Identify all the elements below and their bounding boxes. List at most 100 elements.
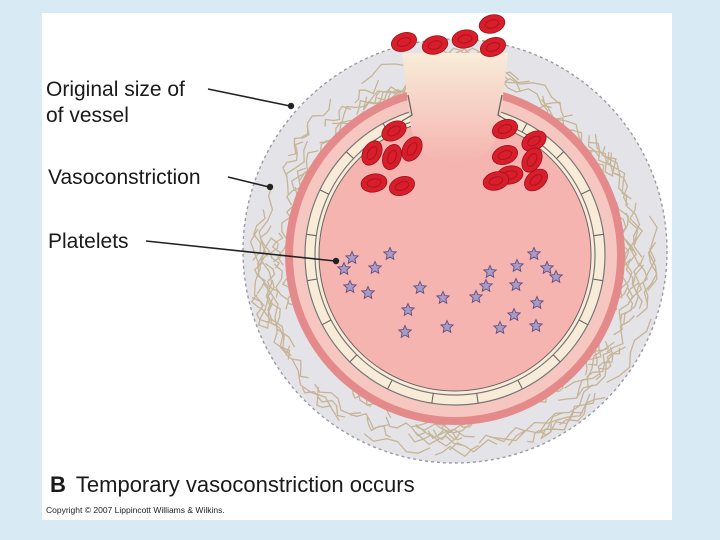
fiber-strand [332, 96, 368, 125]
vessel-break [402, 53, 508, 163]
red-blood-cell [382, 144, 402, 170]
junction-tick [349, 354, 358, 363]
red-blood-cell [524, 168, 548, 192]
label-vasoconstriction: Vasoconstriction [48, 166, 201, 189]
platelet [508, 277, 524, 292]
fiber-strand [363, 433, 431, 454]
junction-tick [307, 278, 318, 282]
fiber-strand [557, 372, 601, 401]
fiber-strand [540, 98, 585, 147]
fiber-strand [282, 141, 304, 177]
fiber-strand [507, 411, 564, 446]
fiber-strand [627, 254, 645, 304]
red-blood-cell [492, 145, 518, 165]
fiber-strand [414, 431, 463, 446]
red-blood-cell [401, 136, 423, 162]
leader-platelets [145, 240, 336, 262]
platelet [397, 324, 413, 339]
fiber-strand [542, 95, 573, 118]
fiber-strand [499, 67, 562, 106]
fiber-strand [269, 237, 281, 269]
fiber-strand [291, 358, 340, 422]
red-blood-cell [482, 171, 510, 191]
junction-tick [592, 278, 603, 282]
fiber-strand [252, 209, 266, 261]
platelet [529, 295, 545, 310]
junction-tick [476, 393, 479, 404]
fiber-strand [625, 212, 641, 267]
platelet [548, 269, 564, 284]
fiber-strand [434, 444, 480, 458]
fiber-strand [540, 411, 584, 440]
fiber-strand [448, 439, 498, 453]
platelet [526, 246, 542, 261]
platelet [478, 278, 494, 293]
fiber-strand [478, 426, 527, 444]
fiber-strand [588, 141, 615, 177]
label-platelets: Platelets [48, 230, 129, 253]
fiber-strand [559, 397, 606, 426]
fiber-strand [288, 125, 310, 157]
platelet [344, 250, 360, 265]
copyright-notice: Copyright © 2007 Lippincott Williams & W… [46, 505, 225, 515]
junction-tick [431, 393, 434, 404]
leader-lines [145, 88, 340, 265]
fiber-strand [264, 262, 279, 298]
red-blood-cell [421, 35, 449, 55]
fiber-strand [285, 345, 309, 379]
fiber-strand [500, 78, 552, 109]
platelet [435, 290, 451, 305]
platelet [360, 285, 376, 300]
platelet [468, 289, 484, 304]
fiber-strand [273, 263, 290, 310]
label-original-size-line2: of vessel [46, 104, 129, 127]
fiber-strand [636, 248, 656, 318]
fiber-strand [427, 428, 461, 441]
fiber-strand [385, 416, 426, 437]
fiber-strand [489, 418, 561, 442]
red-blood-cell [480, 37, 506, 57]
platelet [342, 279, 358, 294]
collagen-fibers [249, 47, 658, 458]
fiber-strand [587, 135, 614, 177]
fiber-strand [354, 79, 380, 104]
fiber-strand [407, 433, 455, 447]
fiber-strand [625, 239, 637, 286]
leader-vasoconstriction [227, 176, 270, 188]
fiber-strand [606, 315, 635, 353]
red-blood-cell [451, 29, 479, 49]
fiber-strand [609, 152, 629, 206]
figure-panel: Original size of of vessel Vasoconstrict… [42, 13, 672, 520]
vessel-diagram [145, 14, 668, 464]
platelets [336, 246, 564, 339]
fiber-strand [299, 98, 332, 139]
label-original-size: Original size of of vessel [46, 77, 185, 129]
fiber-strand [619, 282, 639, 322]
fiber-strand [607, 151, 632, 200]
fiber-strand [350, 413, 390, 430]
fiber-strand [314, 383, 361, 415]
platelet [539, 260, 555, 275]
fiber-strand [263, 283, 296, 348]
red-blood-cells [360, 14, 548, 196]
junction-tick [321, 319, 332, 326]
fiber-strand [606, 318, 652, 383]
fiber-strand [257, 251, 273, 323]
caption-text: Temporary vasoconstriction occurs [75, 472, 415, 497]
junction-tick [345, 151, 354, 159]
fiber-strand [285, 140, 309, 196]
platelet [367, 260, 383, 275]
red-blood-cell [492, 119, 518, 139]
red-blood-cell [361, 140, 383, 166]
junction-tick [556, 151, 565, 159]
fiber-strand [625, 194, 643, 258]
junction-tick [552, 354, 561, 363]
fiber-strand [598, 347, 621, 370]
red-blood-cell [391, 32, 417, 52]
leader-original-size [207, 88, 291, 107]
junction-tick [306, 233, 317, 237]
fiber-strand [410, 420, 470, 434]
junction-tick [593, 233, 604, 237]
junction-tick [517, 379, 523, 390]
